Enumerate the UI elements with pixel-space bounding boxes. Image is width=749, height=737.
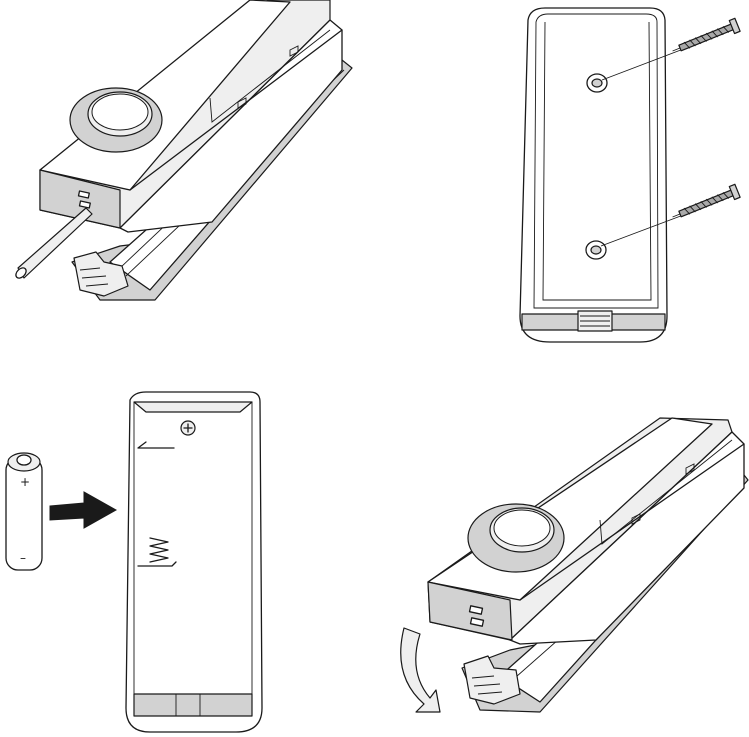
screw-head-icon <box>181 421 195 435</box>
mounting-hole-top <box>587 74 607 92</box>
battery-icon: + – <box>6 453 42 570</box>
doorbell-button <box>70 88 162 152</box>
screw-icon <box>670 18 740 57</box>
panel-insert-battery: + – <box>6 392 262 732</box>
panel-close-housing <box>401 418 748 712</box>
rotate-arrow-icon <box>401 628 440 712</box>
panel-wall-mount <box>520 8 740 342</box>
insert-arrow-icon <box>50 492 116 528</box>
battery-compartment <box>126 392 262 732</box>
panel-open-housing <box>14 0 352 300</box>
battery-minus-label: – <box>20 551 26 565</box>
battery-plus-label: + <box>20 475 30 489</box>
screw-icon <box>670 184 740 223</box>
doorbell-button <box>468 504 564 572</box>
mounting-hole-bottom <box>586 241 606 259</box>
mounting-plate <box>520 8 667 342</box>
